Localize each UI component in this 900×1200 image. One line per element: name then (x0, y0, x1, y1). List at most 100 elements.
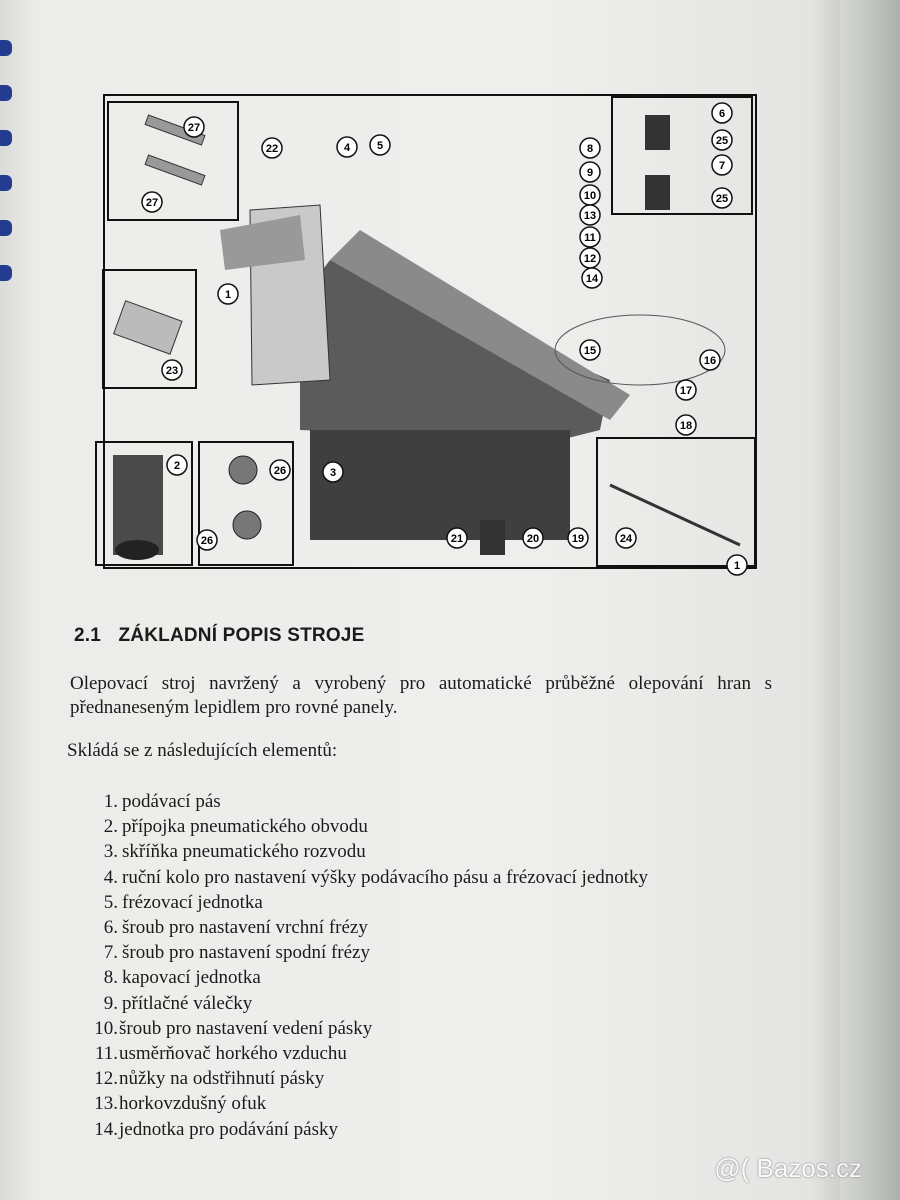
list-item: 7.šroub pro nastavení spodní frézy (78, 940, 648, 965)
callout-15: 15 (579, 339, 601, 361)
spiral-binding (0, 30, 14, 330)
callout-circle (166, 454, 188, 476)
callout-circle (446, 527, 468, 549)
item-text: přítlačné válečky (122, 992, 253, 1014)
callout-label: 26 (274, 465, 286, 477)
callout-circle (711, 154, 733, 176)
item-text: skříňka pneumatického rozvodu (122, 841, 366, 863)
callout-label: 23 (166, 365, 178, 377)
callout-circle (322, 461, 344, 483)
callout-label: 17 (680, 385, 692, 397)
section-title: ZÁKLADNÍ POPIS STROJE (118, 625, 365, 646)
callout-circle (196, 529, 218, 551)
item-number: 6. (103, 917, 118, 939)
item-number: 7. (103, 942, 118, 964)
callout-label: 19 (572, 533, 584, 545)
callout-circle (161, 359, 183, 381)
callout-27: 27 (183, 116, 205, 138)
callout-19: 19 (567, 527, 589, 549)
callout-22: 22 (261, 137, 283, 159)
callout-14: 14 (581, 267, 603, 289)
watermark: @( Bazos.cz (714, 1153, 862, 1183)
callout-label: 11 (584, 232, 596, 244)
callout-2: 2 (166, 454, 188, 476)
callout-label: 27 (146, 197, 158, 209)
callout-10: 10 (579, 184, 601, 206)
item-text: frézovací jednotka (122, 891, 263, 913)
callout-label: 25 (716, 135, 728, 147)
item-text: šroub pro nastavení spodní frézy (122, 942, 370, 964)
item-number: 2. (103, 816, 118, 838)
item-text: jednotka pro podávání pásky (119, 1118, 338, 1140)
item-text: přípojka pneumatického obvodu (122, 816, 368, 838)
callout-circle (711, 187, 733, 209)
list-item: 1.podávací pás (78, 789, 648, 814)
callout-circle (675, 379, 697, 401)
callout-label: 22 (266, 143, 278, 155)
item-text: šroub pro nastavení vedení pásky (119, 1017, 373, 1039)
callout-13: 13 (579, 204, 601, 226)
callout-circle (261, 137, 283, 159)
callout-label: 27 (188, 122, 200, 134)
callout-circle (336, 136, 358, 158)
list-item: 12.nůžky na odstřihnutí pásky (78, 1066, 648, 1091)
list-item: 6.šroub pro nastavení vrchní frézy (78, 915, 648, 940)
callout-label: 13 (584, 210, 596, 222)
callout-label: 2 (174, 460, 180, 472)
list-item: 3.skříňka pneumatického rozvodu (78, 839, 648, 864)
callout-label: 18 (680, 420, 692, 432)
callout-12: 12 (579, 247, 601, 269)
callout-label: 5 (377, 140, 383, 152)
callout-circle (699, 349, 721, 371)
callout-21: 21 (446, 527, 468, 549)
item-text: usměrňovač horkého vzduchu (119, 1043, 347, 1065)
callout-circle (183, 116, 205, 138)
list-item: 13.horkovzdušný ofuk (78, 1091, 648, 1116)
item-number: 12. (94, 1068, 118, 1090)
callout-5: 5 (369, 134, 391, 156)
callout-label: 1 (225, 289, 231, 301)
callout-6: 6 (711, 102, 733, 124)
diagram-frame (95, 94, 757, 569)
list-item: 4.ruční kolo pro nastavení výšky podávac… (78, 865, 648, 890)
callout-9: 9 (579, 161, 601, 183)
callout-label: 10 (584, 190, 596, 202)
item-number: 11. (94, 1043, 118, 1065)
callout-label: 16 (704, 355, 716, 367)
callout-label: 6 (719, 108, 725, 120)
callout-circle (141, 191, 163, 213)
callout-label: 14 (586, 273, 599, 285)
callout-label: 20 (527, 533, 539, 545)
item-text: kapovací jednotka (122, 967, 261, 989)
list-item: 2.přípojka pneumatického obvodu (78, 814, 648, 839)
callout-7: 7 (711, 154, 733, 176)
callout-circle (522, 527, 544, 549)
callout-label: 9 (587, 167, 593, 179)
item-number: 8. (103, 967, 118, 989)
callout-label: 26 (201, 535, 213, 547)
callout-circle (711, 102, 733, 124)
callout-label: 4 (344, 142, 351, 154)
callout-24: 24 (615, 527, 637, 549)
list-item: 10.šroub pro nastavení vedení pásky (78, 1016, 648, 1041)
item-number: 13. (94, 1093, 118, 1115)
callout-label: 3 (330, 467, 336, 479)
item-text: nůžky na odstřihnutí pásky (119, 1068, 325, 1090)
list-item: 8.kapovací jednotka (78, 965, 648, 990)
intro-text: Skládá se z následujících elementů: (67, 740, 338, 761)
callout-circle (579, 339, 601, 361)
callout-23: 23 (161, 359, 183, 381)
callout-4: 4 (336, 136, 358, 158)
callout-circle (675, 414, 697, 436)
item-number: 3. (103, 841, 118, 863)
list-item: 11.usměrňovač horkého vzduchu (78, 1041, 648, 1066)
list-item: 5.frézovací jednotka (78, 890, 648, 915)
callout-8: 8 (579, 137, 601, 159)
section-number: 2.1 (74, 625, 102, 646)
page-edge (840, 0, 900, 1200)
callout-1: 1 (217, 283, 239, 305)
callout-label: 7 (719, 160, 725, 172)
item-number: 5. (103, 891, 118, 913)
callout-circle (579, 137, 601, 159)
